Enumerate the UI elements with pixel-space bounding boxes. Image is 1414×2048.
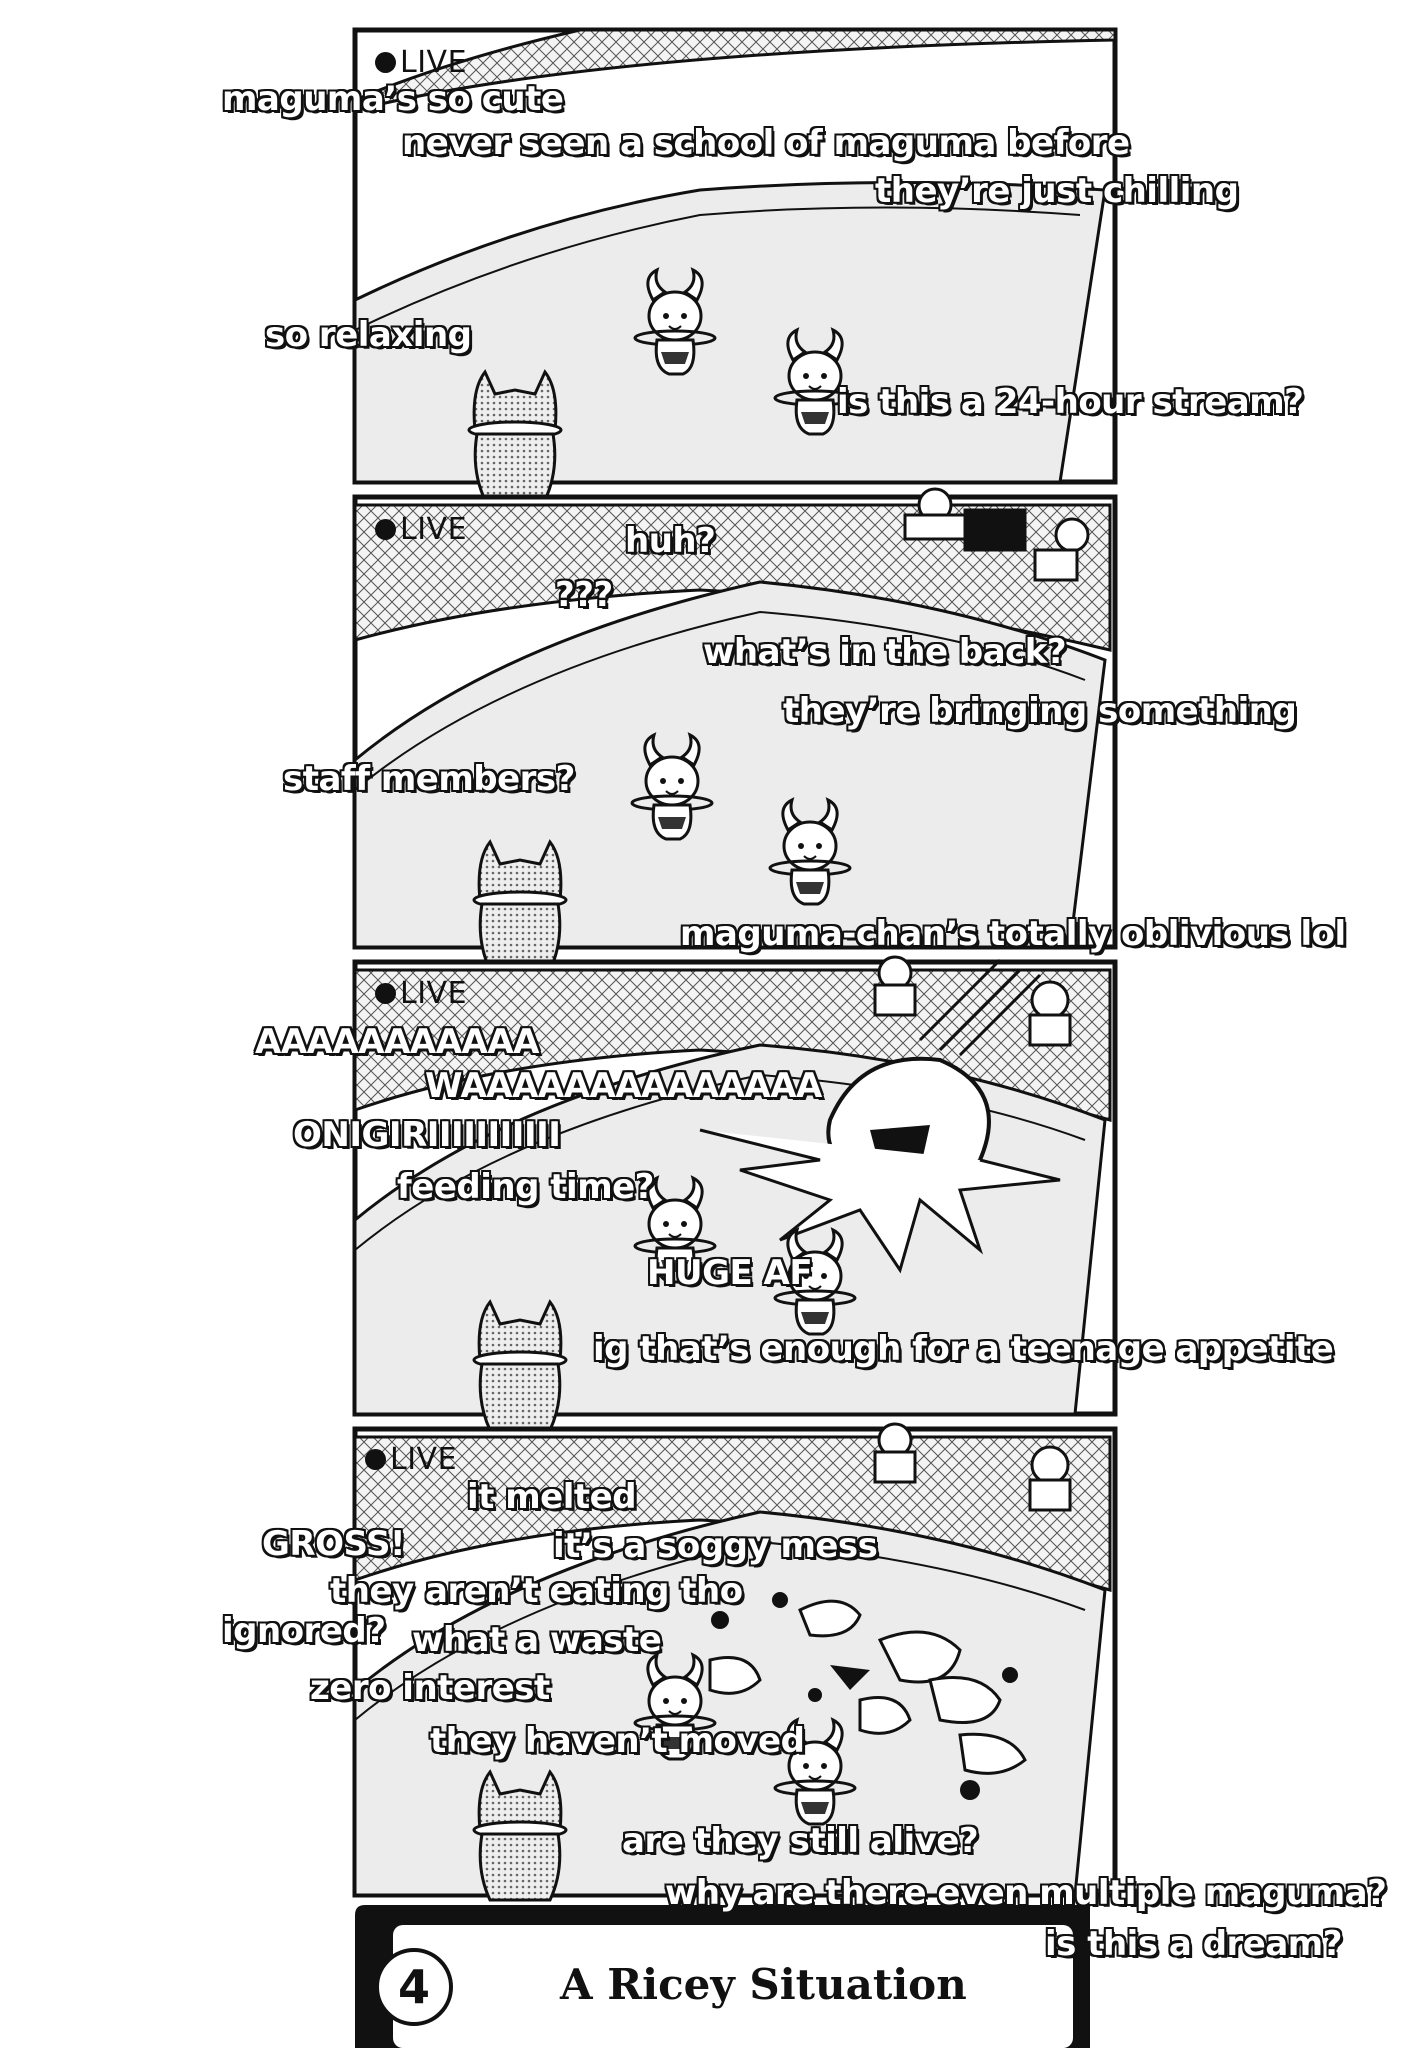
live-dot-icon [375, 52, 396, 73]
live-dot-icon [365, 1449, 386, 1470]
chapter-number-badge: 4 [375, 1948, 453, 2026]
chat-comment: ig that’s enough for a teenage appetite [592, 1329, 1335, 1369]
chat-comment: they’re bringing something [782, 691, 1298, 731]
chat-comment: what’s in the back? [702, 632, 1068, 672]
chat-comment: staff members? [282, 759, 576, 799]
chat-comment: is this a 24-hour stream? [836, 382, 1305, 422]
chat-comment: it’s a soggy mess [552, 1526, 879, 1566]
live-indicator: LIVE [375, 45, 467, 80]
chat-comment: they’re just chilling [874, 171, 1240, 211]
chat-comment: are they still alive? [621, 1821, 980, 1861]
panel-2-art [352, 487, 1118, 972]
chat-comment: they haven’t moved [429, 1721, 806, 1761]
chat-comment: they aren’t eating tho [329, 1571, 744, 1611]
chat-comment: WAAAAAAAAAAAAAA [424, 1066, 823, 1106]
chat-comment: ignored? [221, 1611, 387, 1651]
chat-comment: why are there even multiple maguma? [664, 1873, 1388, 1913]
chapter-title-box [355, 1905, 1090, 2048]
chat-comment: it melted [466, 1477, 638, 1517]
chat-comment: ??? [554, 575, 614, 615]
chat-comment: HUGE AF [646, 1253, 814, 1293]
live-indicator: LIVE [375, 512, 467, 547]
chat-comment: ONIGIRIIIIIIIIIII [292, 1115, 562, 1155]
panel-1-art [352, 27, 1118, 502]
chat-comment: maguma-chan’s totally oblivious lol [679, 914, 1347, 954]
live-indicator: LIVE [375, 976, 467, 1011]
chat-comment: so relaxing [264, 315, 473, 355]
live-dot-icon [375, 519, 396, 540]
chat-comment: GROSS! [261, 1524, 406, 1564]
chat-comment: is this a dream? [1044, 1924, 1343, 1964]
live-indicator: LIVE [365, 1442, 457, 1477]
chat-comment: maguma’s so cute [221, 79, 565, 119]
chat-comment: never seen a school of maguma before [401, 123, 1131, 163]
chat-comment: huh? [624, 521, 717, 561]
chapter-title: A Ricey Situation [560, 1960, 967, 2009]
chat-comment: AAAAAAAAAAA [254, 1022, 540, 1062]
panel-3-art [352, 955, 1118, 1432]
chat-comment: zero interest [309, 1668, 551, 1708]
chat-comment: what a waste [411, 1620, 663, 1660]
panel-4-art [352, 1422, 1118, 1902]
chat-comment: feeding time? [396, 1167, 655, 1207]
live-dot-icon [375, 983, 396, 1004]
